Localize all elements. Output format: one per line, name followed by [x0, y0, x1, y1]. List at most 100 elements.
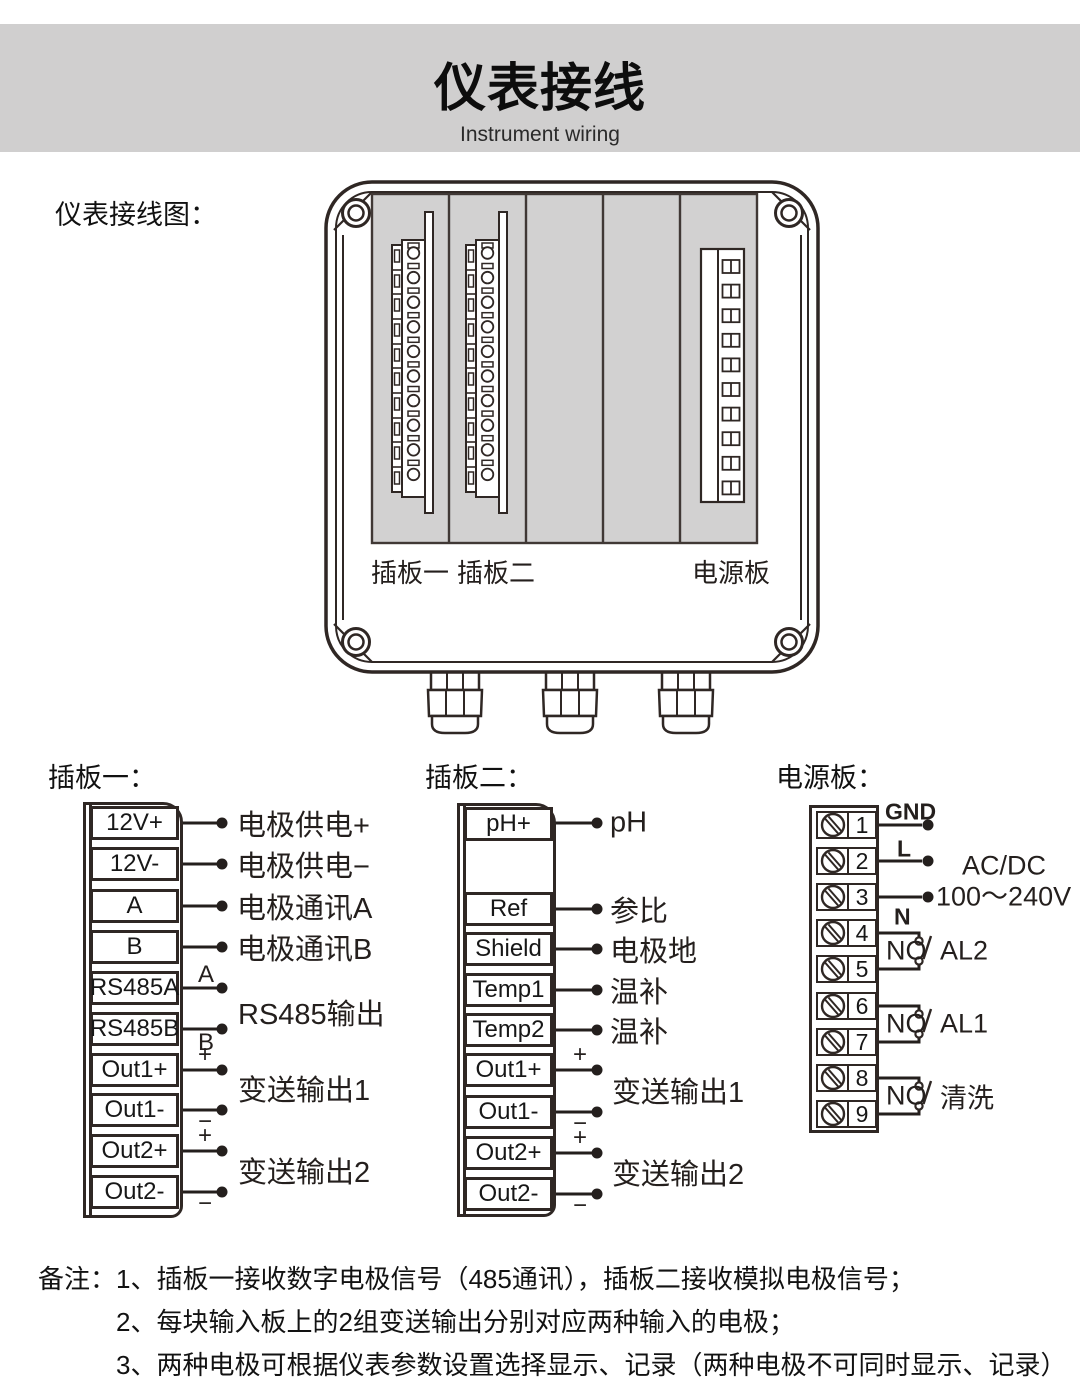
screw-icon [818, 1101, 847, 1127]
label-no-al2: NO [886, 935, 927, 966]
power-terminal-number: 4 [847, 920, 875, 946]
power-section-title: 电源板： [776, 763, 884, 793]
label-voltage-range: 100～240V [936, 881, 1072, 912]
note-item-2: 2、每块输入板上的2组变送输出分别对应两种输入的电极； [116, 1307, 795, 1337]
wiring-diagram-caption: 仪表接线图： [55, 200, 217, 230]
label-shield: 电极地 [610, 936, 698, 968]
label-al2: AL2 [940, 935, 989, 966]
enclosure-slot1-label: 插板一 [371, 559, 450, 589]
terminal-rs485a: RS485A [90, 971, 179, 1005]
mark-b1-out2-minus: − [198, 1190, 213, 1217]
note-item-3: 3、两种电极可根据仪表参数设置选择显示、记录（两种电极不可同时显示、记录） [116, 1350, 1067, 1380]
label-comm-b: 电极通讯B [237, 934, 373, 966]
terminal-temp1: Temp1 [464, 973, 553, 1007]
enclosure-power-label: 电源板 [692, 559, 771, 589]
power-terminal-number: 1 [847, 812, 875, 838]
mark-b2-out1-plus: + [573, 1041, 588, 1068]
corner-screw-bl [341, 627, 371, 657]
label-board1-out1: 变送输出1 [238, 1075, 371, 1107]
label-wash: 清洗 [940, 1083, 994, 1114]
power-terminal-5: 5 [816, 955, 877, 983]
terminal-a: A [90, 889, 179, 923]
label-supply-minus: 电极供电− [237, 851, 370, 883]
label-board2-out1: 变送输出1 [612, 1077, 745, 1109]
terminal-b2-out1-minus: Out1- [464, 1095, 553, 1129]
power-terminal-number: 3 [847, 884, 875, 910]
notes-prefix: 备注： [38, 1264, 117, 1294]
terminal-shield: Shield [464, 932, 553, 966]
screw-icon [818, 1065, 847, 1091]
mark-rs485-a: A [198, 961, 215, 988]
power-terminal-8: 8 [816, 1064, 877, 1092]
board2-housing-seam [463, 806, 466, 1214]
notes-line-1: 备注：1、插板一接收数字电极信号（485通讯），插板二接收模拟电极信号； [38, 1259, 915, 1296]
power-terminal-number: 2 [847, 848, 875, 874]
slot2-connector [465, 211, 508, 514]
label-neutral: N [894, 903, 911, 930]
power-terminal-9: 9 [816, 1100, 877, 1128]
label-no-al1: NO [886, 1008, 927, 1039]
label-temp2: 温补 [610, 1017, 669, 1049]
label-ref: 参比 [610, 896, 669, 928]
label-ph: pH [610, 806, 648, 839]
screw-icon [818, 848, 847, 874]
notes-line-2: 2、每块输入板上的2组变送输出分别对应两种输入的电极； [116, 1302, 795, 1339]
enclosure-drawing [324, 180, 820, 735]
terminal-ph-plus: pH+ [464, 807, 553, 841]
screw-icon [818, 812, 847, 838]
power-terminal-2: 2 [816, 847, 877, 875]
terminal-out2-minus: Out2- [90, 1175, 179, 1209]
terminal-rs485b: RS485B [90, 1012, 179, 1046]
cable-gland-2 [541, 669, 599, 735]
page-subtitle: Instrument wiring [460, 123, 620, 146]
terminal-b2-out2-plus: Out2+ [464, 1136, 553, 1170]
terminal-b2-out2-minus: Out2- [464, 1177, 553, 1211]
terminal-12v-minus: 12V- [90, 847, 179, 881]
slot1-connector [391, 211, 434, 514]
label-gnd: GND [885, 798, 937, 825]
label-live: L [897, 835, 912, 862]
terminal-temp2: Temp2 [464, 1013, 553, 1047]
notes-line-3: 3、两种电极可根据仪表参数设置选择显示、记录（两种电极不可同时显示、记录） [116, 1345, 1066, 1382]
board1-terminal-block: 12V+ 12V- A B RS485A RS485B Out1+ Out1- … [83, 802, 183, 1218]
mark-b2-out1-minus: − [573, 1110, 588, 1137]
power-terminal-number: 6 [847, 993, 875, 1019]
board2-terminal-block: pH+ Ref Shield Temp1 Temp2 Out1+ Out1- O… [457, 803, 556, 1217]
label-al1: AL1 [940, 1008, 989, 1039]
enclosure-slot2-label: 插板二 [457, 559, 536, 589]
label-no-wash: NO [886, 1080, 927, 1111]
power-terminal-number: 7 [847, 1029, 875, 1055]
mark-b1-out1-minus: − [198, 1108, 213, 1135]
board1-section-title: 插板一： [48, 763, 156, 793]
mark-rs485-b: B [198, 1029, 215, 1056]
label-rs485-output: RS485输出 [238, 999, 385, 1031]
label-board2-out2: 变送输出2 [612, 1159, 745, 1191]
page-title: 仪表接线 [433, 60, 646, 118]
mark-b2-out2-minus: − [573, 1192, 588, 1219]
terminal-ref: Ref [464, 892, 553, 926]
power-wires [877, 819, 934, 1116]
label-acdc: AC/DC [962, 850, 1047, 881]
board1-housing-seam [89, 805, 92, 1215]
cable-gland-1 [426, 669, 484, 735]
power-terminal-3: 3 [816, 883, 877, 911]
power-terminal-number: 5 [847, 956, 875, 982]
mark-b1-out1-plus: + [198, 1041, 213, 1068]
screw-icon [818, 920, 847, 946]
mark-b2-out2-plus: + [573, 1124, 588, 1151]
power-terminal-number: 9 [847, 1101, 875, 1127]
screw-icon [818, 993, 847, 1019]
power-terminal-block: 1 2 3 4 5 6 7 8 [809, 805, 879, 1133]
terminal-b: B [90, 930, 179, 964]
power-terminal-4: 4 [816, 919, 877, 947]
terminal-out1-minus: Out1- [90, 1093, 179, 1127]
corner-screw-tr [774, 198, 804, 228]
power-terminal-1: 1 [816, 811, 877, 839]
terminal-out2-plus: Out2+ [90, 1134, 179, 1168]
note-item-1: 1、插板一接收数字电极信号（485通讯），插板二接收模拟电极信号； [116, 1264, 915, 1294]
label-supply-plus: 电极供电+ [237, 810, 370, 842]
power-connector [699, 247, 746, 504]
screw-icon [818, 956, 847, 982]
terminal-12v-plus: 12V+ [90, 806, 179, 840]
